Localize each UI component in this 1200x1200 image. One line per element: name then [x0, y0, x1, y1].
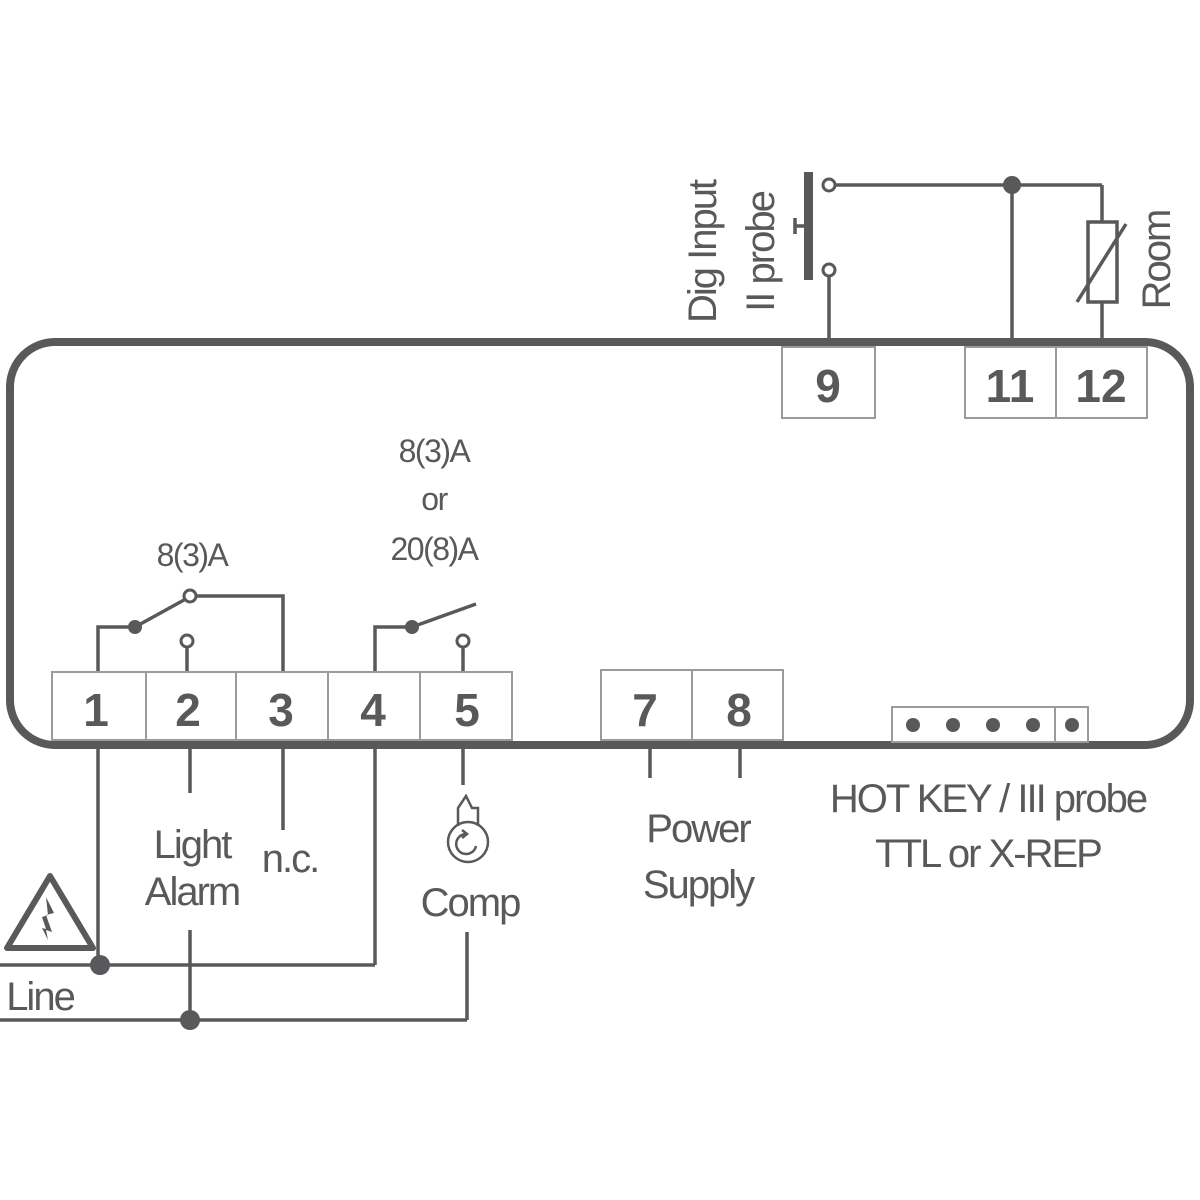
terminal-block-1-5: 1 2 3 4 5 — [51, 671, 513, 741]
ii-probe-label: II probe — [739, 191, 783, 311]
high-voltage-warning-icon — [4, 873, 96, 951]
terminal-2: 2 — [175, 684, 201, 736]
terminal-block-7-8: 7 8 — [600, 669, 784, 741]
svg-text:12: 12 — [1075, 360, 1126, 412]
svg-text:9: 9 — [815, 360, 841, 412]
comp-label: Comp — [421, 881, 520, 925]
relay2-rating-1: 8(3)A — [399, 433, 472, 469]
terminal-9: 9 — [781, 346, 876, 419]
compressor-icon — [446, 793, 490, 864]
line-label: Line — [6, 975, 74, 1019]
nc-label: n.c. — [262, 837, 318, 881]
hot-key-connector — [891, 706, 1089, 743]
terminal-11: 11 — [964, 346, 1057, 419]
terminal-8: 8 — [726, 684, 752, 736]
controller-body — [6, 338, 1194, 749]
relay1-rating: 8(3)A — [157, 537, 230, 573]
terminal-4: 4 — [360, 684, 386, 736]
alarm-label: Alarm — [145, 870, 239, 914]
digital-input-switch — [793, 172, 1102, 345]
external-wiring — [0, 745, 742, 1030]
light-alarm-relay — [96, 588, 285, 672]
dig-input-label: Dig Input — [681, 179, 725, 323]
terminal-12: 12 — [1055, 346, 1148, 419]
relay2-rating-or: or — [421, 481, 448, 517]
light-label: Light — [154, 823, 233, 867]
terminal-7: 7 — [632, 684, 658, 736]
compressor-relay — [373, 602, 477, 672]
supply-label: Supply — [643, 863, 755, 907]
power-label: Power — [646, 807, 751, 851]
room-label: Room — [1135, 211, 1179, 310]
terminal-5: 5 — [454, 684, 480, 736]
ttl-xrep-label: TTL or X-REP — [875, 832, 1101, 876]
hotkey-label: HOT KEY / III probe — [830, 777, 1147, 821]
svg-text:11: 11 — [986, 360, 1035, 412]
terminal-1: 1 — [83, 684, 109, 736]
relay2-rating-2: 20(8)A — [390, 531, 479, 567]
room-probe-thermistor — [1075, 185, 1128, 345]
terminal-3: 3 — [268, 684, 294, 736]
